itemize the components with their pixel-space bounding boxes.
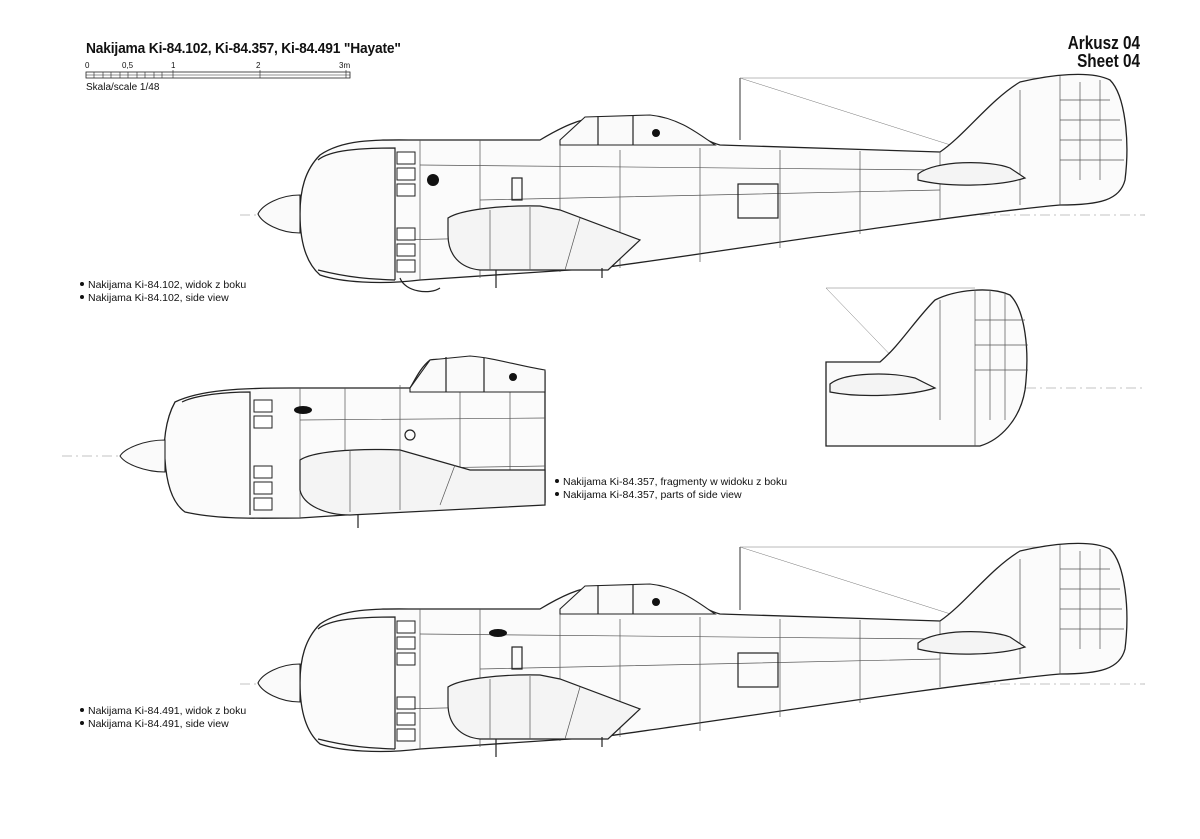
aircraft-ki84-491-side-view — [240, 542, 1145, 757]
sheet-number-en: Sheet 04 — [1077, 51, 1140, 71]
aircraft-ki84-102-side-view — [240, 73, 1145, 293]
view-caption-ki84-102: Nakijama Ki-84.102, widok z boku Nakijam… — [80, 279, 246, 305]
scale-caption: Skala/scale 1/48 — [86, 82, 160, 93]
caption-line-pl: Nakijama Ki-84.102, widok z boku — [88, 279, 247, 291]
sheet-number-pl: Arkusz 04 — [1067, 33, 1140, 53]
caption-line-pl: Nakijama Ki-84.357, fragmenty w widoku z… — [563, 476, 788, 488]
scale-tick-label: 2 — [256, 61, 261, 70]
caption-line-en: Nakijama Ki-84.491, side view — [88, 718, 229, 730]
scale-tick-label: 1 — [171, 61, 176, 70]
aircraft-ki84-357-side-view-fragment — [62, 287, 1145, 528]
bullet-icon — [80, 295, 84, 300]
bullet-icon — [555, 479, 559, 484]
bullet-icon — [80, 708, 84, 713]
view-caption-ki84-357: Nakijama Ki-84.357, fragmenty w widoku z… — [555, 476, 787, 502]
scale-tick-label: 0 — [85, 61, 90, 70]
scale-tick-label: 0,5 — [122, 61, 134, 70]
sheet-number: Arkusz 04 Sheet 04 — [1068, 34, 1140, 70]
view-caption-ki84-491: Nakijama Ki-84.491, widok z boku Nakijam… — [80, 705, 246, 731]
caption-line-en: Nakijama Ki-84.102, side view — [88, 292, 229, 304]
scale-bar — [85, 70, 351, 79]
sheet-title: Nakijama Ki-84.102, Ki-84.357, Ki-84.491… — [86, 40, 401, 57]
caption-line-en: Nakijama Ki-84.357, parts of side view — [563, 489, 742, 501]
caption-line-pl: Nakijama Ki-84.491, widok z boku — [88, 705, 247, 717]
bullet-icon — [555, 492, 559, 497]
bullet-icon — [80, 721, 84, 726]
bullet-icon — [80, 282, 84, 287]
scale-tick-label: 3m — [339, 61, 351, 70]
